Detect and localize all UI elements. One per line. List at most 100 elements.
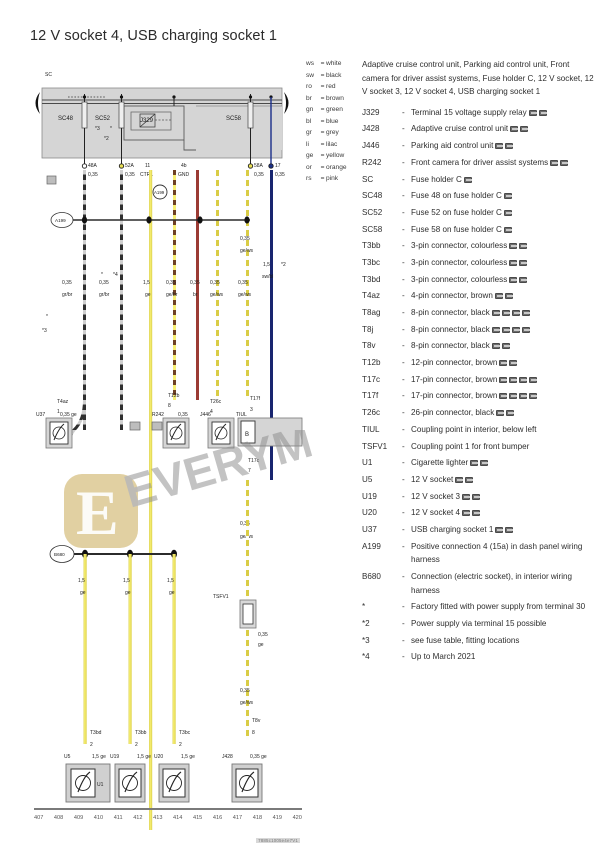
component-list-item: T3bc-3-pin connector, colourless — [362, 256, 594, 270]
component-dash: - — [402, 424, 405, 434]
svg-text:U19: U19 — [110, 754, 119, 760]
svg-text:ge: ge — [169, 590, 175, 596]
connector-ref-icon — [503, 226, 512, 233]
svg-text:T17f: T17f — [250, 396, 261, 402]
svg-text:ge: ge — [80, 590, 86, 596]
component-code: U5 — [362, 474, 373, 484]
wire-br — [196, 170, 199, 400]
connector-ref-icon — [509, 259, 518, 266]
component-dash: - — [402, 224, 405, 234]
svg-text:CTRL: CTRL — [140, 172, 153, 178]
svg-text:*: * — [101, 272, 103, 278]
connector-ref-icon — [509, 276, 518, 283]
component-description: Coupling point 1 for front bumper — [411, 441, 530, 451]
colour-abbr: bl — [306, 117, 312, 125]
colour-abbr: li — [306, 140, 309, 148]
component-list-item: T3bd-3-pin connector, colourless — [362, 273, 594, 287]
component-description: Power supply via terminal 15 possible — [411, 618, 547, 628]
component-dash: - — [402, 508, 405, 518]
connector-ref-icon — [462, 493, 471, 500]
component-description: Front camera for driver assist systems — [411, 156, 594, 170]
component-description: 3-pin connector, colourless — [411, 256, 594, 270]
connector-ref-icon — [519, 376, 528, 383]
svg-text:ge: ge — [145, 292, 151, 298]
component-dash: - — [402, 358, 405, 368]
svg-text:0,35: 0,35 — [99, 280, 109, 286]
connector-ref-icon — [455, 476, 464, 483]
connector-ref-icon — [521, 310, 530, 317]
svg-text:4b: 4b — [181, 163, 187, 169]
svg-text:11: 11 — [145, 163, 150, 169]
svg-text:T3bc: T3bc — [179, 730, 191, 736]
component-dash: - — [402, 241, 405, 251]
connector-ref-icon — [550, 159, 559, 166]
component-code: U20 — [362, 508, 377, 518]
component-code: T17f — [362, 391, 379, 401]
component-description: Fuse holder C — [411, 173, 594, 187]
svg-text:SC58: SC58 — [226, 116, 242, 122]
component-description: Coupling point in interior, below left — [411, 424, 537, 434]
colour-name: pink — [326, 175, 339, 183]
component-description: 12 V socket 4 — [411, 506, 594, 520]
footer-number: 413 — [153, 814, 163, 821]
component-list-item: T4az-4-pin connector, brown — [362, 289, 594, 303]
component-code: TSFV1 — [362, 441, 388, 451]
connector-ref-icon — [496, 410, 505, 417]
component-code: U37 — [362, 524, 377, 534]
component-code: U1 — [362, 458, 373, 468]
connector-ref-icon — [491, 310, 500, 317]
fuse-elements — [81, 94, 273, 166]
connector-ref-icon — [529, 376, 538, 383]
colour-name: lilac — [326, 140, 338, 148]
component-code: T26c — [362, 408, 380, 418]
connector-ref-icon — [519, 259, 528, 266]
colour-name: blue — [326, 117, 339, 125]
component-description: Positive connection 4 (15a) in dash pane… — [411, 541, 583, 565]
colour-abbr: gr — [306, 129, 312, 137]
component-description: 17-pin connector, brown — [411, 373, 594, 387]
component-code: TIUL — [362, 424, 380, 434]
component-dash: - — [402, 541, 405, 551]
colour-legend-row: ro=red — [306, 81, 366, 93]
connector-ref-icon — [470, 460, 479, 467]
component-code: T8ag — [362, 308, 381, 318]
colour-legend-row: li=lilac — [306, 139, 366, 151]
component-dash: - — [402, 308, 405, 318]
component-list-item: SC48-Fuse 48 on fuse holder C — [362, 189, 594, 203]
connector-ref-icon — [560, 159, 569, 166]
svg-text:TSFV1: TSFV1 — [213, 594, 229, 600]
branch-gauge-labels: 1,5 ge 1,5 ge 1,5 ge — [78, 578, 175, 596]
wiring-schematic: SC SC48 SC52 *3 * *2 SC58 . . . . . . J3… — [0, 70, 306, 830]
component-dash: - — [402, 374, 405, 384]
connector-ref-icon — [499, 376, 508, 383]
footer-number: 408 — [53, 814, 64, 821]
component-code: T8j — [362, 324, 374, 334]
connector-ref-icon — [472, 510, 481, 517]
component-description: 12 V socket 3 — [411, 490, 594, 504]
svg-text:8: 8 — [168, 403, 171, 409]
component-code: SC48 — [362, 191, 383, 201]
svg-text:ge: ge — [258, 642, 264, 648]
footer-number: 407 — [34, 814, 44, 821]
component-description: 3-pin connector, colourless — [411, 273, 594, 287]
svg-text:0,35 ge: 0,35 ge — [60, 412, 77, 418]
component-dash: - — [402, 324, 405, 334]
svg-text:0,35: 0,35 — [240, 236, 250, 242]
colour-legend-row: gn=green — [306, 104, 366, 116]
svg-text:1,5 ge: 1,5 ge — [181, 754, 195, 760]
component-dash: - — [402, 174, 405, 184]
connector-ref-icon — [505, 143, 514, 150]
component-description: 26-pin connector, black — [411, 406, 594, 420]
component-list-item: T12b-12-pin connector, brown — [362, 356, 594, 370]
connector-ref-icon — [503, 209, 512, 216]
colour-legend-row: or=orange — [306, 162, 366, 174]
connector-ref-icon — [509, 243, 518, 250]
svg-text:0,35: 0,35 — [240, 688, 250, 694]
svg-text:T3bb: T3bb — [135, 730, 147, 736]
component-list-item: U19-12 V socket 3 — [362, 490, 594, 504]
footer-number: 416 — [212, 814, 223, 821]
svg-text:A199: A199 — [55, 218, 66, 223]
coupling-symbol-mid: A199 — [152, 184, 168, 200]
